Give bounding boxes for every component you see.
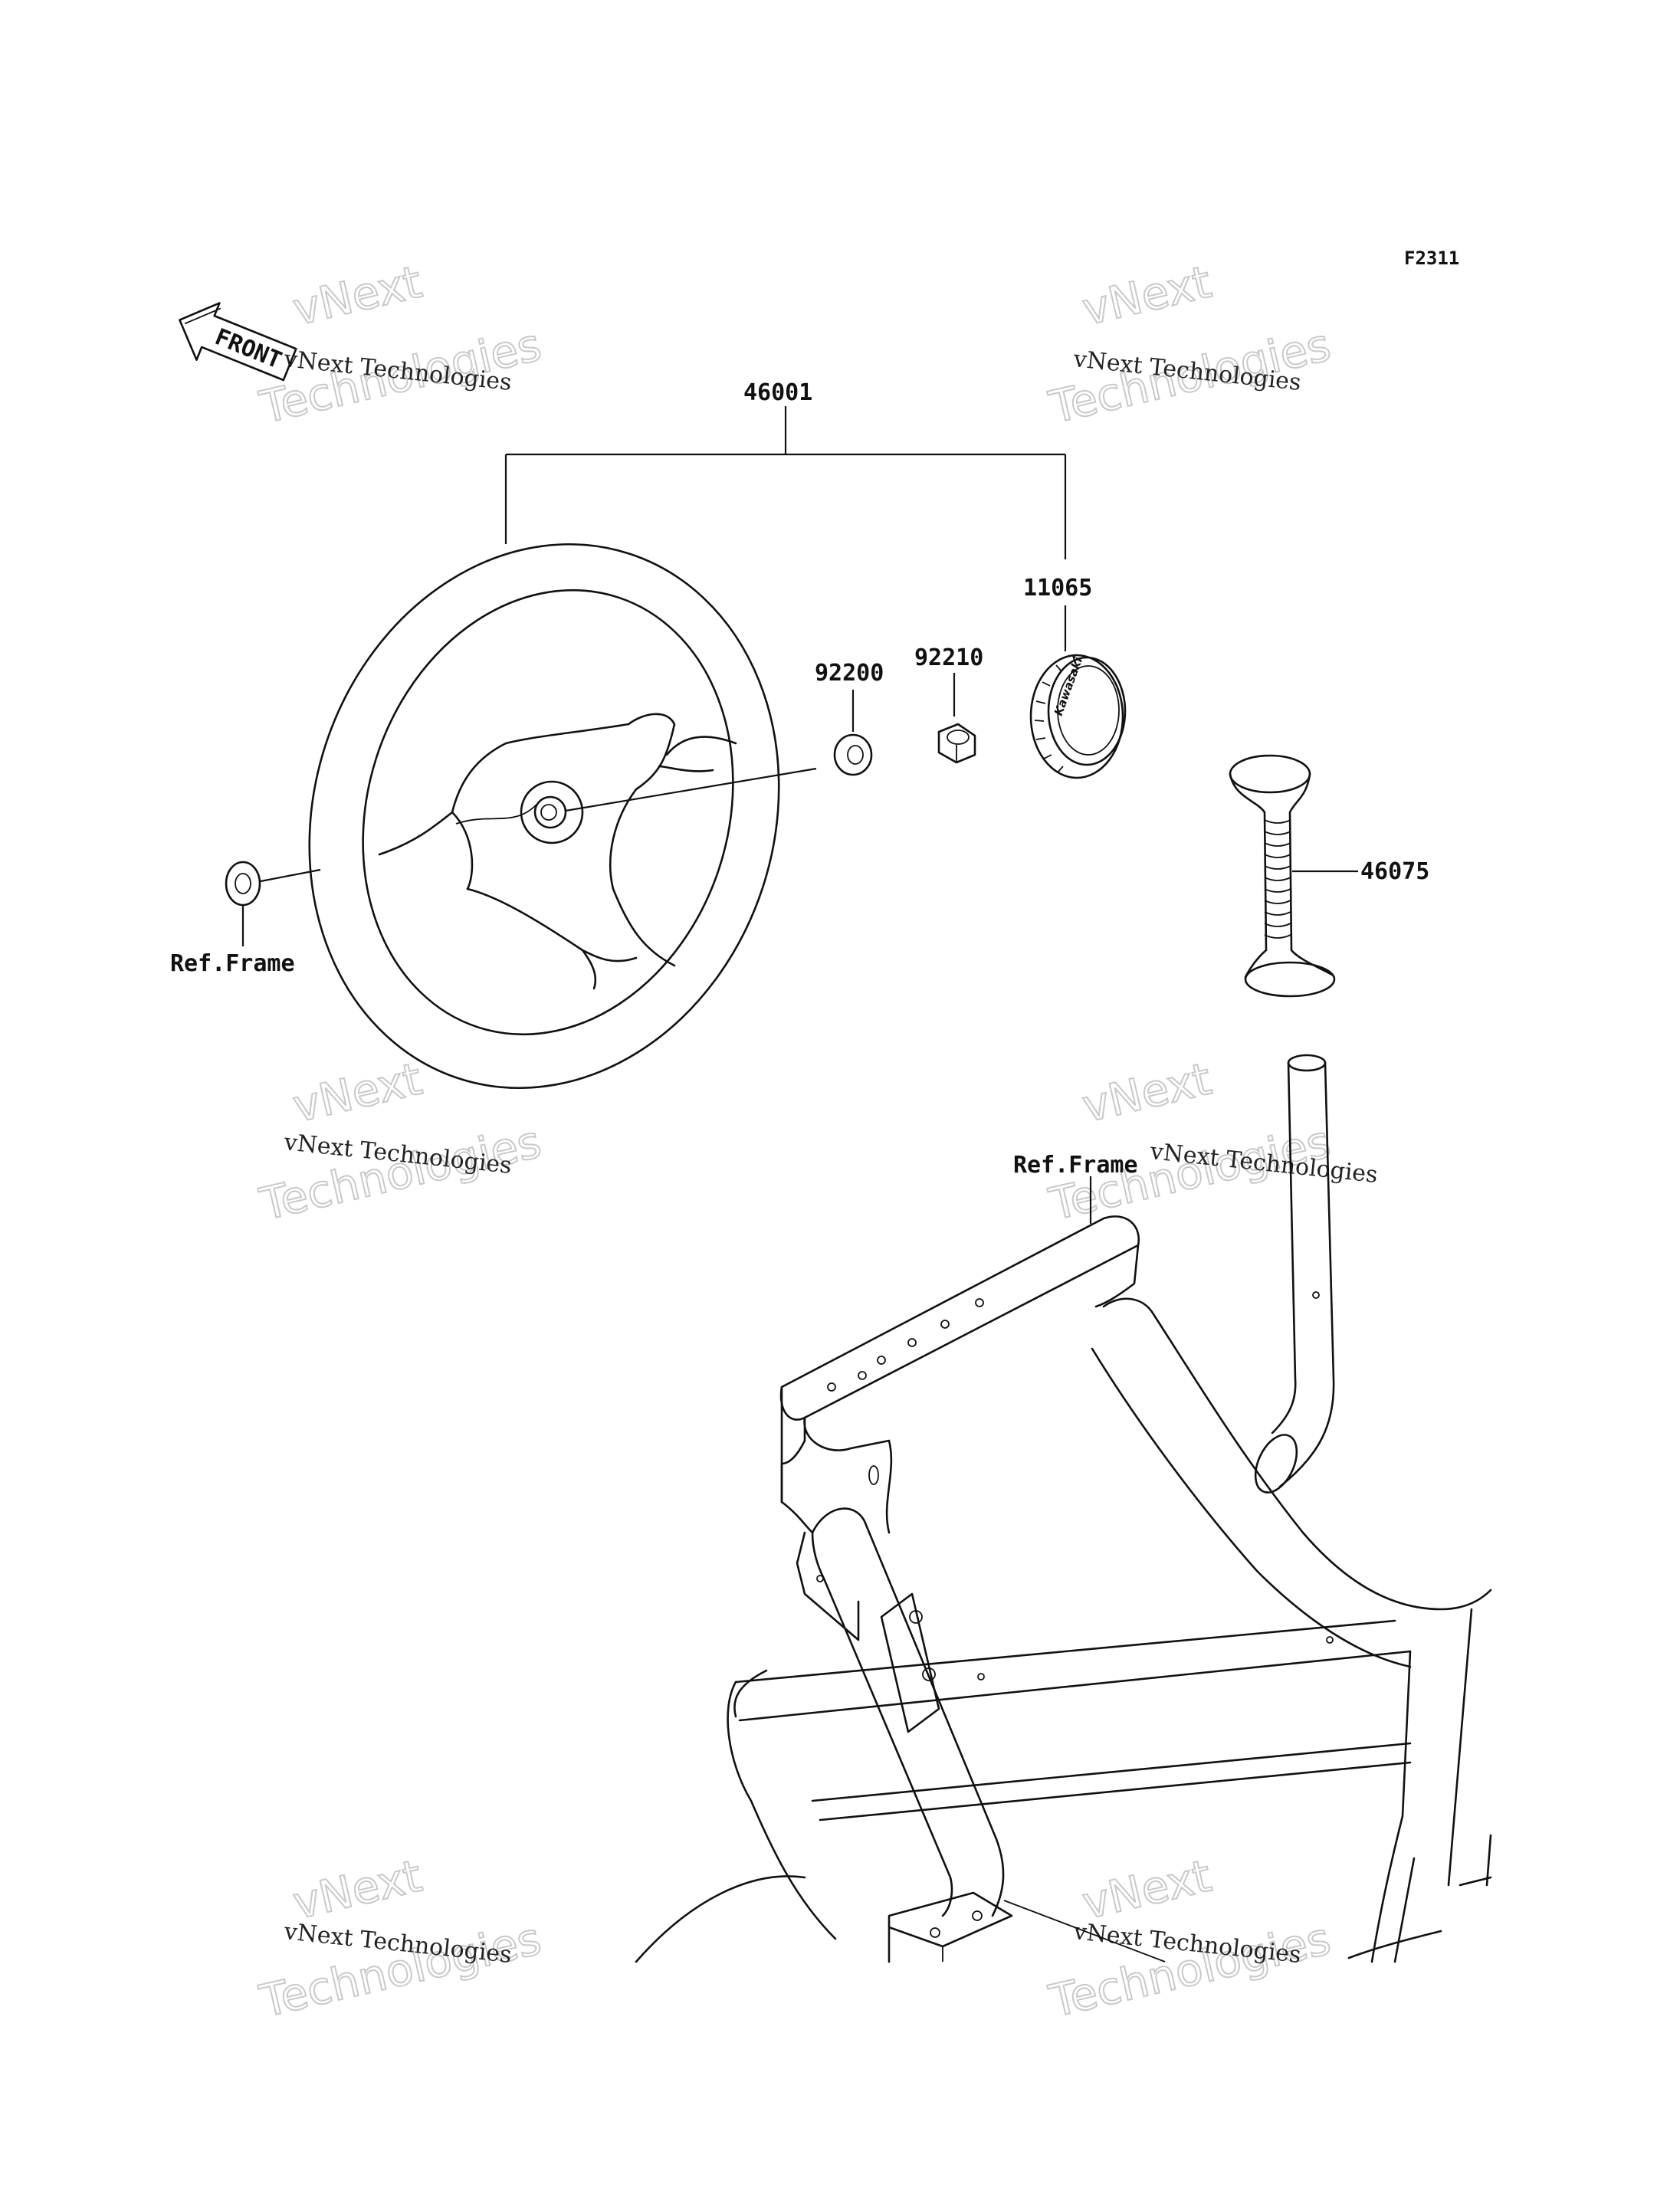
svg-text:vNext: vNext (288, 1850, 426, 1930)
watermark-6: vNext Technologies (1044, 1849, 1336, 2028)
steering-wheel (308, 543, 817, 1090)
emblem-logo: Kawasaki (1052, 654, 1086, 717)
label-ref-frame-left: Ref.Frame (170, 950, 295, 977)
label-washer: 92200 (815, 660, 884, 687)
watermark-1: vNext Technologies (254, 255, 546, 434)
svg-text:vNext: vNext (1078, 1053, 1216, 1133)
ref-frame-washer-left (225, 861, 321, 946)
center-emblem-11065: Kawasaki (1029, 654, 1127, 779)
svg-text:vNext: vNext (288, 1053, 426, 1133)
nut-92210 (937, 723, 976, 764)
svg-text:vNext: vNext (1078, 256, 1216, 336)
grip-ribs (1264, 819, 1291, 939)
diagram-code: F2311 (1404, 248, 1459, 269)
washer-92200 (833, 733, 873, 776)
watermark-2: vNext Technologies (1044, 255, 1336, 434)
leader-46001 (504, 406, 1067, 559)
label-nut: 92210 (914, 644, 983, 671)
label-center-emblem: 11065 (1023, 575, 1092, 602)
label-steering-wheel-assy: 46001 (743, 379, 812, 406)
svg-text:vNext: vNext (1078, 1850, 1216, 1930)
emblem-ridges (1034, 655, 1076, 773)
watermark-3: vNext Technologies (254, 1052, 546, 1231)
svg-text:vNext: vNext (288, 256, 426, 336)
label-ref-frame-right: Ref.Frame (1013, 1152, 1138, 1179)
grip-46075 (1229, 754, 1358, 998)
ref-frame-right (635, 1054, 1492, 1963)
watermark-5: vNext Technologies (254, 1849, 546, 2028)
label-grip: 46075 (1360, 858, 1429, 885)
